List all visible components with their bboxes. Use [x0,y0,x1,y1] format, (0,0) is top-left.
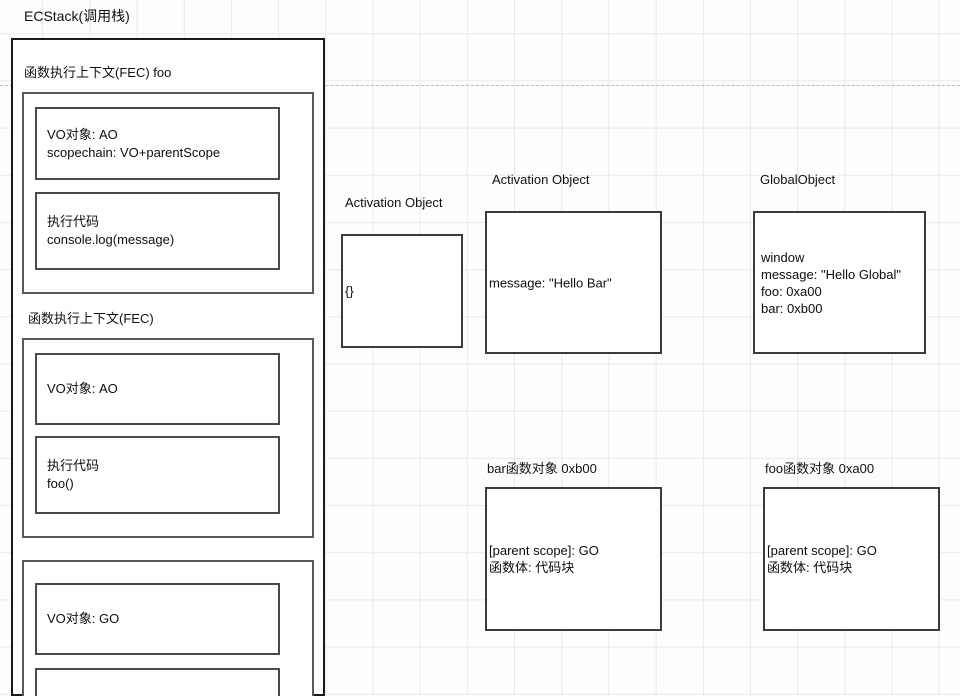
fec-frame-0-slot-0: VO对象: AO scopechain: VO+parentScope [35,107,280,180]
foo-function-object-box: [parent scope]: GO 函数体: 代码块 [763,487,940,631]
global-object-box: window message: "Hello Global" foo: 0xa0… [753,211,926,354]
fec-frame-1-slot-1-text: 执行代码 foo() [47,458,100,491]
fec-frame-2-slot-0-text: VO对象: GO [47,611,120,626]
global-object-body: window message: "Hello Global" foo: 0xa0… [761,249,902,316]
bar-function-object-body: [parent scope]: GO 函数体: 代码块 [489,543,599,575]
fec-frame-2-slot-1 [35,668,280,696]
fec-frame-label-0: 函数执行上下文(FEC) foo [24,65,172,80]
activation-object-empty-body: {} [345,283,354,299]
fec-frame-0-slot-0-text: VO对象: AO scopechain: VO+parentScope [47,126,221,160]
ecstack-title: ECStack(调用栈) [24,8,130,24]
activation-object-bar-body: message: "Hello Bar" [489,275,612,290]
fec-frame-1-slot-0-text: VO对象: AO [47,381,118,396]
global-object-caption: GlobalObject [760,172,836,187]
foo-function-object-body: [parent scope]: GO 函数体: 代码块 [767,543,877,575]
fec-frame-1-slot-1: 执行代码 foo() [35,436,280,514]
activation-object-empty-caption: Activation Object [345,195,443,210]
bar-function-object-caption: bar函数对象 0xb00 [487,461,597,476]
fec-frame-label-1: 函数执行上下文(FEC) [28,311,154,326]
fec-frame-0-slot-1-text: 执行代码 console.log(message) [47,214,175,247]
fec-frame-1-slot-0: VO对象: AO [35,353,280,425]
bar-function-object-box: [parent scope]: GO 函数体: 代码块 [485,487,662,631]
fec-frame-2-slot-0: VO对象: GO [35,583,280,655]
activation-object-bar-box: message: "Hello Bar" [485,211,662,354]
dashed-guide-line [0,85,960,86]
foo-function-object-caption: foo函数对象 0xa00 [765,461,875,476]
activation-object-empty-box: {} [341,234,463,348]
activation-object-bar-caption: Activation Object [492,172,590,187]
fec-frame-0-slot-1: 执行代码 console.log(message) [35,192,280,270]
